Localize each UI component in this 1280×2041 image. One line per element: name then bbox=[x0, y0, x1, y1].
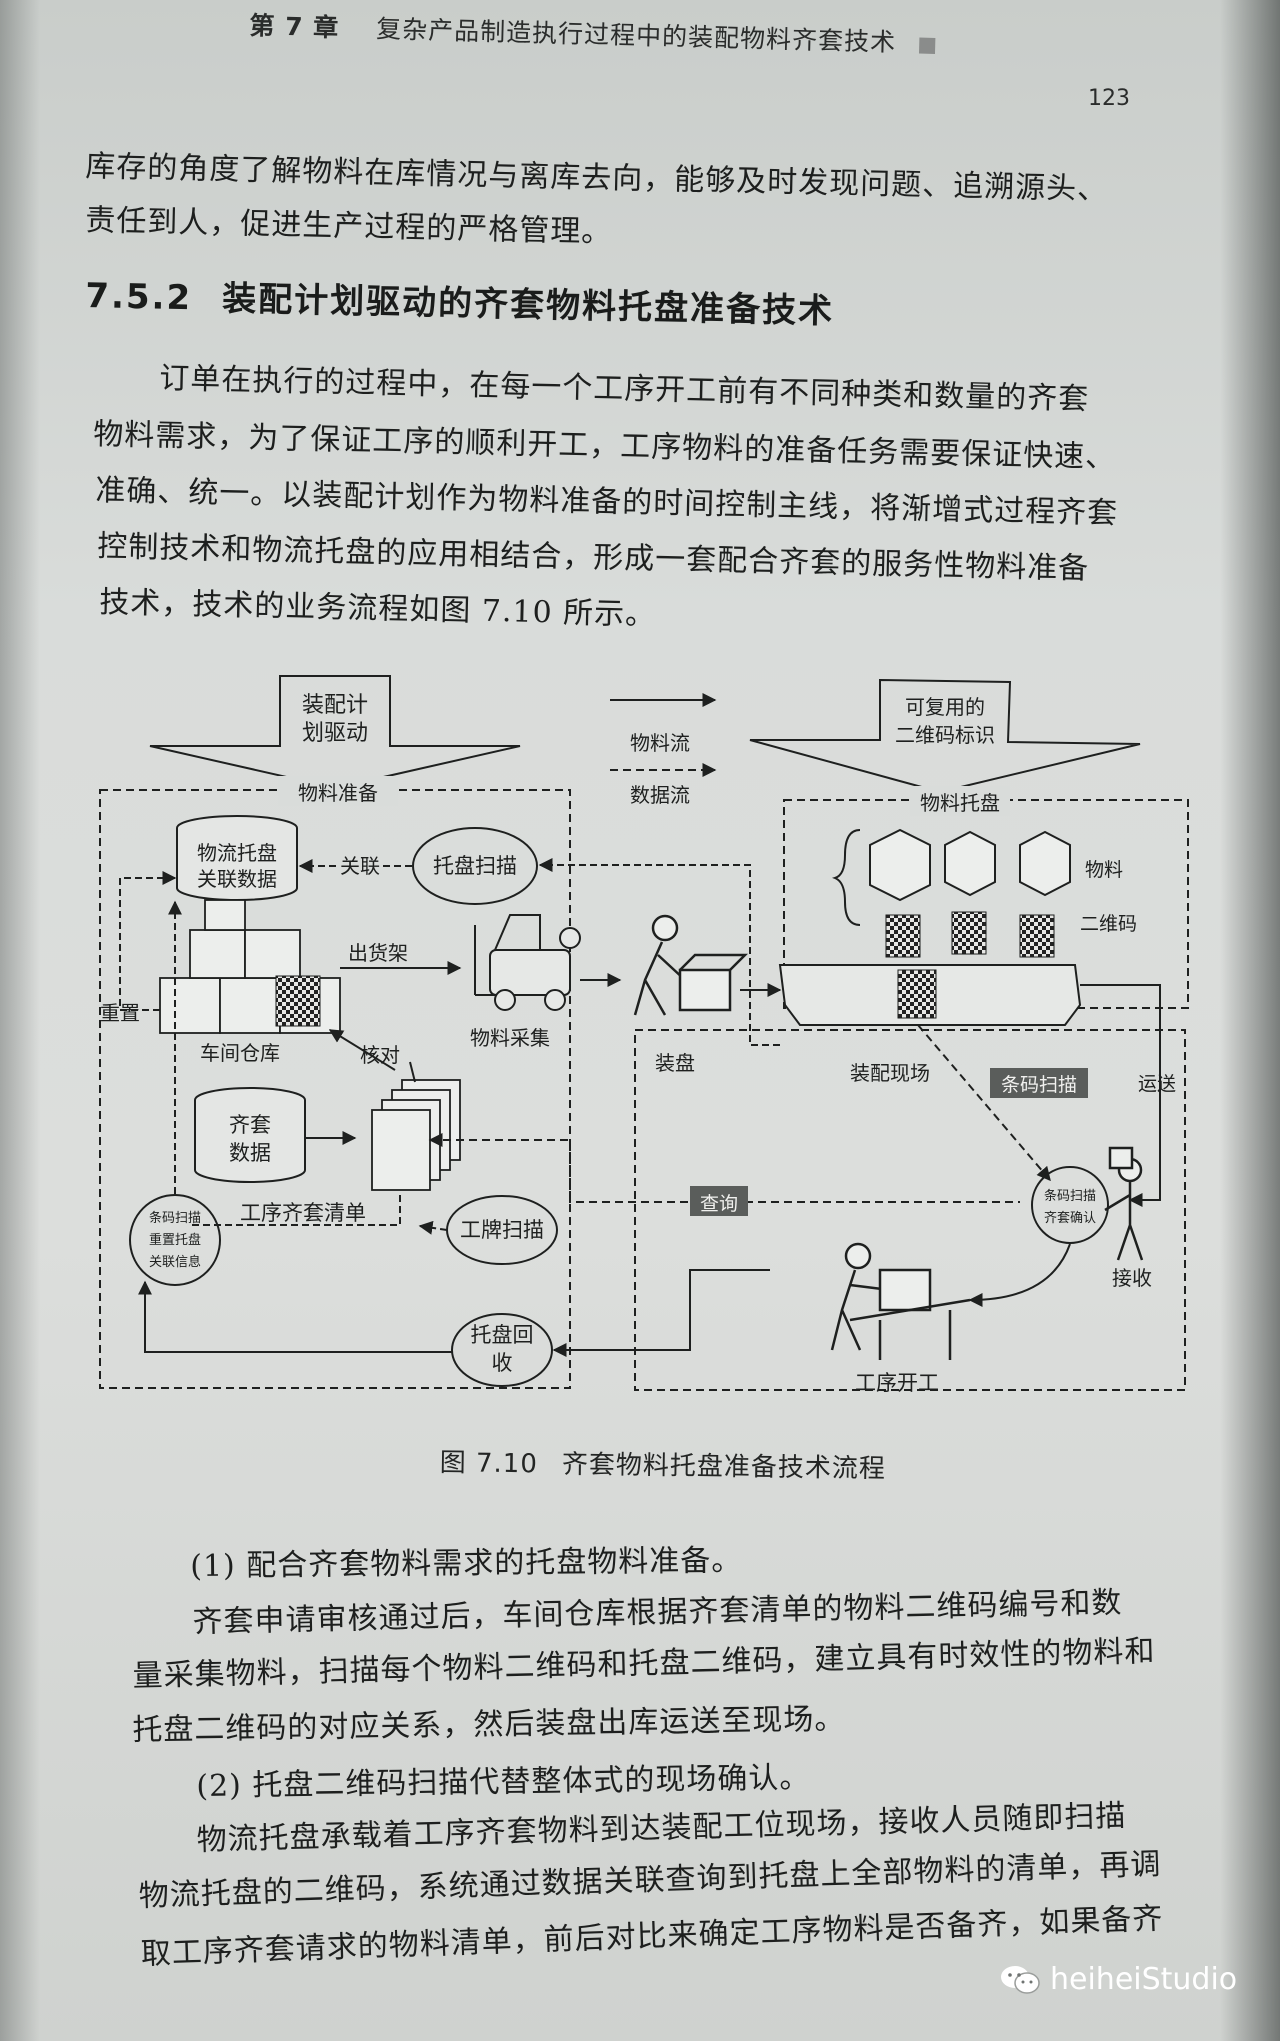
barcode-confirm-node bbox=[1031, 1166, 1109, 1244]
assembly-site-label: 装配现场 bbox=[850, 1061, 930, 1085]
legend-data-flow-label: 数据流 bbox=[630, 783, 690, 807]
material-prep-label: 物料准备 bbox=[298, 781, 378, 805]
barcode-reset-node bbox=[129, 1194, 221, 1286]
palletize-label: 装盘 bbox=[655, 1051, 695, 1075]
material-brace bbox=[831, 829, 861, 926]
warehouse-qr-icon bbox=[275, 975, 321, 1027]
header-square-mark bbox=[918, 37, 936, 54]
material-prep-label-bg bbox=[278, 776, 398, 806]
flow-diagram: 装配计 划驱动 物料流 数据流 可复用的 二维码标识 物料准备 物料托盘 装配现… bbox=[99, 675, 1189, 1395]
section-number: 7.5.2 bbox=[84, 275, 193, 319]
reset-label: 重置 bbox=[100, 1001, 140, 1025]
plan-drive-arrow bbox=[149, 675, 521, 790]
barcode-reset-label-3: 关联信息 bbox=[149, 1254, 201, 1270]
paragraph-line-5: 技术，技术的业务流程如图 7.10 所示。 bbox=[99, 584, 657, 633]
query-label-bg bbox=[690, 1186, 748, 1216]
reusable-qr-label-1: 可复用的 bbox=[905, 695, 985, 719]
associate-label: 关联 bbox=[340, 854, 380, 878]
watermark-text: heiheiStudio bbox=[1050, 1962, 1238, 1997]
figure-caption: 图 7.10 齐套物料托盘准备技术流程 bbox=[439, 1442, 886, 1485]
workshop-warehouse-label: 车间仓库 bbox=[200, 1041, 280, 1065]
page-shadow-right bbox=[1220, 0, 1280, 2041]
section-heading: 7.5.2 装配计划驱动的齐套物料托盘准备技术 bbox=[85, 268, 835, 333]
chapter-label: 第 7 章 bbox=[249, 10, 340, 43]
qr-code-label: 二维码 bbox=[1080, 913, 1137, 935]
process-kit-list-label: 工序齐套清单 bbox=[240, 1201, 366, 1225]
material-label: 物料 bbox=[1085, 859, 1123, 881]
receiver-worker-icon bbox=[1104, 1146, 1144, 1261]
running-header: 第 7 章 复杂产品制造执行过程中的装配物料齐套技术 bbox=[249, 6, 936, 60]
reusable-qr-label-2: 二维码标识 bbox=[895, 723, 995, 747]
palletize-worker-icon bbox=[633, 914, 749, 1016]
figure-caption-text: 齐套物料托盘准备技术流程 bbox=[561, 1449, 887, 1485]
kit-list-documents-icon bbox=[371, 1079, 461, 1191]
intro-line-2: 责任到人，促进生产过程的严格管理。 bbox=[85, 202, 613, 250]
assembly-site-region bbox=[634, 1029, 1186, 1391]
material-qr-icon-1 bbox=[885, 914, 921, 958]
plan-drive-label-1: 装配计 bbox=[302, 693, 368, 718]
pallet-recycle-label-1: 托盘回 bbox=[471, 1323, 534, 1347]
item1-title: (1) 配合齐套物料需求的托盘物料准备。 bbox=[190, 1543, 743, 1584]
process-start-worker-icon bbox=[830, 1242, 971, 1360]
kit-data-cylinder bbox=[194, 1087, 306, 1183]
out-shelf-label: 出货架 bbox=[348, 941, 408, 965]
material-pallet-label-bg bbox=[910, 786, 1010, 816]
check-label: 核对 bbox=[360, 1043, 400, 1067]
legend-material-flow-label: 物料流 bbox=[630, 731, 690, 755]
pallet-scan-node bbox=[412, 827, 538, 905]
watermark: heiheiStudio bbox=[1000, 1962, 1237, 1997]
pallet-qr-icon bbox=[897, 969, 937, 1019]
transport-label: 运送 bbox=[1138, 1073, 1176, 1095]
chapter-title: 复杂产品制造执行过程中的装配物料齐套技术 bbox=[375, 14, 897, 57]
page-shadow-left bbox=[0, 0, 40, 2041]
barcode-confirm-label-1: 条码扫描 bbox=[1044, 1188, 1096, 1204]
barcode-reset-label-2: 重置托盘 bbox=[149, 1232, 201, 1248]
wechat-icon bbox=[1000, 1964, 1040, 1996]
receive-label: 接收 bbox=[1112, 1266, 1152, 1290]
process-start-label: 工序开工 bbox=[855, 1371, 939, 1395]
barcode-scan-label: 条码扫描 bbox=[1001, 1074, 1077, 1096]
page-number: 123 bbox=[1088, 86, 1130, 111]
kit-data-label-2: 数据 bbox=[229, 1141, 271, 1165]
kit-data-label-1: 齐套 bbox=[229, 1113, 271, 1137]
item1-line-3: 托盘二维码的对应关系，然后装盘出库运送至现场。 bbox=[132, 1701, 846, 1748]
material-pallet-label: 物料托盘 bbox=[920, 791, 1000, 815]
section-title-text: 装配计划驱动的齐套物料托盘准备技术 bbox=[221, 278, 835, 332]
badge-scan-label: 工牌扫描 bbox=[460, 1218, 544, 1242]
forklift-icon bbox=[474, 914, 581, 1011]
logistics-data-label-1: 物流托盘 bbox=[197, 841, 277, 865]
pallet-recycle-node bbox=[451, 1313, 553, 1387]
barcode-reset-label-1: 条码扫描 bbox=[149, 1210, 201, 1226]
figure-number: 图 7.10 bbox=[439, 1447, 539, 1480]
query-label: 查询 bbox=[700, 1193, 738, 1215]
material-qr-icon-3 bbox=[1019, 914, 1055, 958]
pallet-scan-label: 托盘扫描 bbox=[433, 854, 517, 878]
material-collect-label: 物料采集 bbox=[470, 1026, 550, 1050]
material-boxes-icon bbox=[869, 828, 1071, 902]
material-qr-icon-2 bbox=[951, 911, 987, 955]
barcode-scan-label-bg bbox=[990, 1068, 1088, 1098]
reusable-qr-arrow bbox=[749, 678, 1141, 794]
material-prep-region bbox=[99, 789, 571, 1389]
pallet-recycle-label-2: 收 bbox=[492, 1351, 513, 1375]
logistics-data-label-2: 关联数据 bbox=[197, 867, 277, 891]
barcode-confirm-label-2: 齐套确认 bbox=[1044, 1210, 1096, 1226]
plan-drive-label-2: 划驱动 bbox=[302, 721, 368, 746]
